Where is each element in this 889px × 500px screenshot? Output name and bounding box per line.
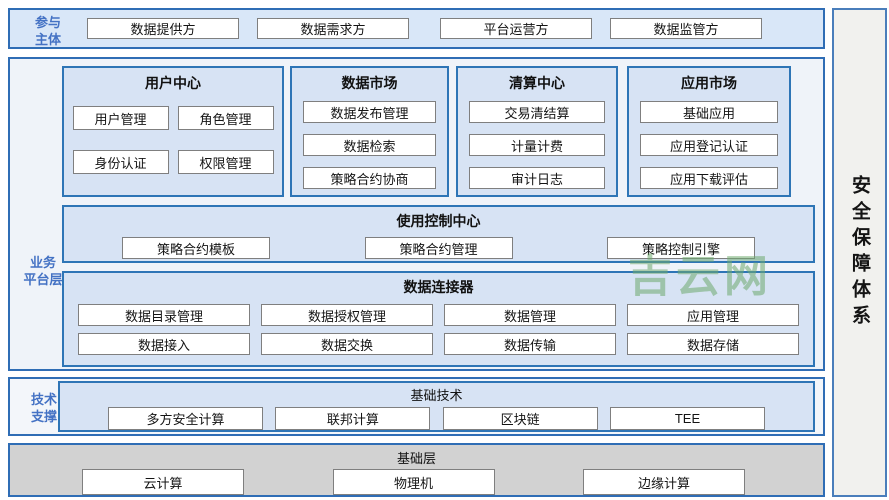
- box-mpc: 多方安全计算: [108, 407, 263, 430]
- clearing-center-panel: 清算中心 交易清结算 计量计费 审计日志: [456, 66, 618, 197]
- data-connector-row1: 数据目录管理 数据授权管理 数据管理 应用管理: [64, 304, 813, 326]
- business-platform-section: 业务 平台层 用户中心 用户管理 角色管理 身份认证 权限管理 数据市场: [8, 57, 825, 371]
- security-assurance-label: 安全保障体系: [849, 174, 870, 331]
- box-blockchain: 区块链: [442, 407, 598, 430]
- tech-label-line2: 支撑: [30, 408, 57, 424]
- box-audit-log: 审计日志: [469, 167, 605, 189]
- business-layer-label: 业务 平台层: [20, 255, 66, 289]
- box-edge-computing: 边缘计算: [583, 469, 745, 495]
- app-market-stack: 基础应用 应用登记认证 应用下载评估: [629, 101, 789, 189]
- infrastructure-title: 基础层: [396, 451, 436, 466]
- user-center-title: 用户中心: [145, 75, 201, 91]
- box-data-provider: 数据提供方: [87, 18, 239, 39]
- data-connector-panel: 数据连接器 数据目录管理 数据授权管理 数据管理 应用管理 数据接入 数据交换 …: [62, 271, 815, 367]
- box-data-catalog-management: 数据目录管理: [78, 304, 250, 326]
- box-data-search: 数据检索: [302, 134, 437, 156]
- participants-label-line2: 主体: [34, 31, 61, 47]
- box-policy-contract-template: 策略合约模板: [122, 237, 270, 259]
- box-data-access: 数据接入: [78, 333, 250, 355]
- participants-label-line1: 参与: [34, 15, 61, 30]
- base-tech-panel: 基础技术 多方安全计算 联邦计算 区块链 TEE: [58, 381, 815, 432]
- box-permission-management: 权限管理: [177, 150, 274, 174]
- tech-support-section: 技术 支撑 基础技术 多方安全计算 联邦计算 区块链 TEE: [8, 377, 825, 436]
- app-market-title: 应用市场: [681, 75, 737, 91]
- business-content: 用户中心 用户管理 角色管理 身份认证 权限管理 数据市场 数据发布管理 数据检…: [62, 66, 817, 367]
- participants-boxes: 数据提供方 数据需求方 平台运营方 数据监管方: [87, 10, 803, 47]
- box-app-download-evaluation: 应用下载评估: [640, 167, 778, 189]
- user-center-panel: 用户中心 用户管理 角色管理 身份认证 权限管理: [62, 66, 284, 197]
- base-tech-row: 多方安全计算 联邦计算 区块链 TEE: [60, 407, 813, 430]
- box-federated-computing: 联邦计算: [275, 407, 431, 430]
- box-data-consumer: 数据需求方: [257, 18, 409, 39]
- box-basic-apps: 基础应用: [640, 101, 778, 123]
- box-user-management: 用户管理: [72, 106, 169, 130]
- box-data-exchange: 数据交换: [261, 333, 433, 355]
- tech-support-label: 技术 支撑: [24, 392, 64, 426]
- box-metering-billing: 计量计费: [469, 134, 605, 156]
- data-connector-row2: 数据接入 数据交换 数据传输 数据存储: [64, 333, 813, 355]
- box-identity-auth: 身份认证: [72, 150, 169, 174]
- box-tee: TEE: [609, 407, 765, 430]
- base-tech-title: 基础技术: [410, 388, 463, 403]
- box-data-authorization-management: 数据授权管理: [261, 304, 433, 326]
- clearing-center-stack: 交易清结算 计量计费 审计日志: [458, 101, 616, 189]
- box-policy-contract-negotiation: 策略合约协商: [302, 167, 437, 189]
- usage-control-panel: 使用控制中心 策略合约模板 策略合约管理 策略控制引擎: [62, 205, 815, 263]
- box-app-management: 应用管理: [627, 304, 799, 326]
- participants-label: 参与 主体: [26, 15, 70, 49]
- tech-label-line1: 技术: [30, 392, 57, 407]
- data-market-stack: 数据发布管理 数据检索 策略合约协商: [292, 101, 447, 189]
- data-connector-title: 数据连接器: [403, 279, 474, 295]
- security-assurance-bar: 安全保障体系: [832, 8, 887, 497]
- box-role-management: 角色管理: [177, 106, 274, 130]
- clearing-center-title: 清算中心: [509, 75, 565, 91]
- infrastructure-row: 云计算 物理机 边缘计算: [10, 469, 823, 495]
- box-data-management: 数据管理: [444, 304, 616, 326]
- box-data-storage: 数据存储: [627, 333, 799, 355]
- app-market-panel: 应用市场 基础应用 应用登记认证 应用下载评估: [627, 66, 791, 197]
- box-data-publish-management: 数据发布管理: [302, 101, 437, 123]
- data-market-title: 数据市场: [341, 75, 398, 91]
- infrastructure-section: 基础层 云计算 物理机 边缘计算: [8, 443, 825, 497]
- user-center-grid: 用户管理 角色管理 身份认证 权限管理: [64, 106, 282, 174]
- box-policy-contract-management: 策略合约管理: [364, 237, 513, 259]
- box-cloud-computing: 云计算: [82, 469, 244, 495]
- box-data-regulator: 数据监管方: [610, 18, 762, 39]
- business-label-line2: 平台层: [23, 271, 63, 287]
- center-panels: 用户中心 用户管理 角色管理 身份认证 权限管理 数据市场 数据发布管理 数据检…: [62, 66, 817, 197]
- business-label-line1: 业务: [29, 255, 56, 270]
- box-policy-control-engine: 策略控制引擎: [607, 237, 755, 259]
- box-trade-clearing: 交易清结算: [469, 101, 605, 123]
- box-app-registration-auth: 应用登记认证: [640, 134, 778, 156]
- data-market-panel: 数据市场 数据发布管理 数据检索 策略合约协商: [290, 66, 449, 197]
- box-physical-machine: 物理机: [332, 469, 495, 495]
- box-data-transfer: 数据传输: [444, 333, 616, 355]
- usage-control-title: 使用控制中心: [396, 213, 481, 229]
- box-platform-operator: 平台运营方: [440, 18, 592, 39]
- participants-section: 参与 主体 数据提供方 数据需求方 平台运营方 数据监管方: [8, 8, 825, 49]
- usage-control-row: 策略合约模板 策略合约管理 策略控制引擎: [64, 237, 813, 259]
